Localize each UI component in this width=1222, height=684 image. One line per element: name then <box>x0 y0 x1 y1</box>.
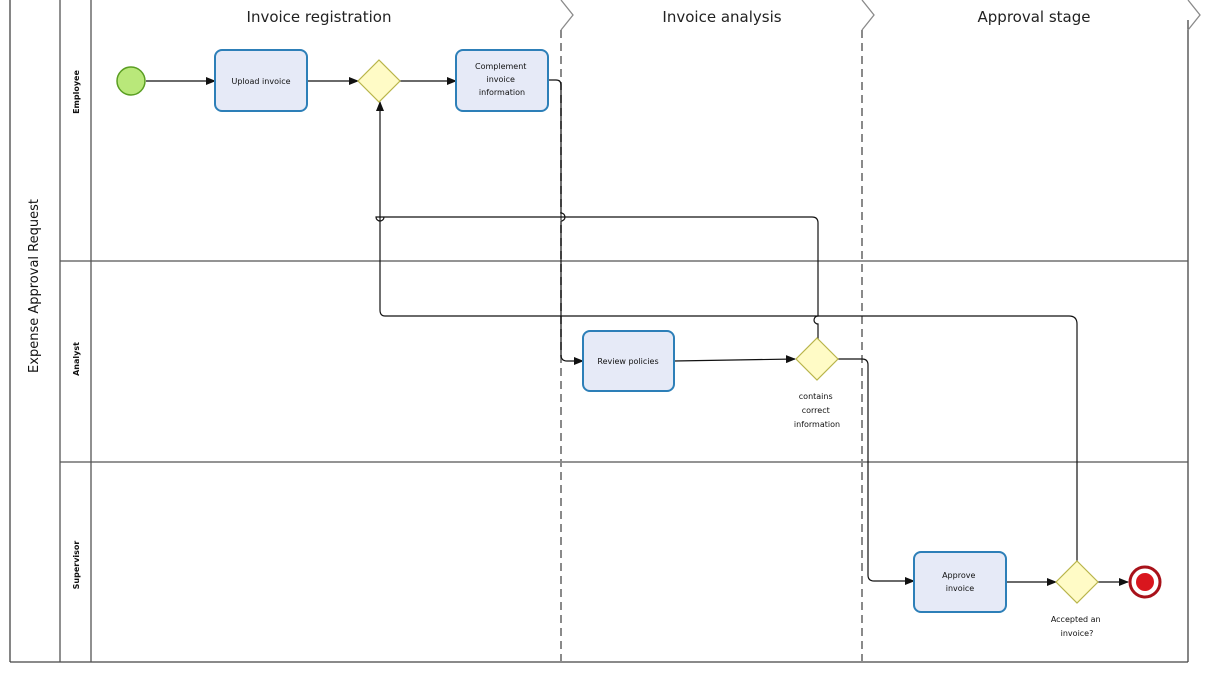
task-complement-invoice[interactable]: Complement invoice information <box>455 49 549 112</box>
task-approve-invoice[interactable]: Approve invoice <box>913 551 1007 613</box>
task-upload-invoice-box[interactable] <box>214 49 308 112</box>
gateway-accepted-an-invoice[interactable]: Accepted an invoice? <box>1051 560 1103 638</box>
task-complement-invoice-label: Complement invoice information <box>475 62 529 97</box>
task-approve-invoice-label: Approve invoice <box>942 571 978 593</box>
flow-review-to-correct <box>673 355 796 364</box>
phase-chevron-3 <box>1187 0 1201 31</box>
task-approve-invoice-box[interactable] <box>913 551 1007 613</box>
phase-title-approval: Approval stage <box>978 8 1091 26</box>
task-upload-invoice-label: Upload invoice <box>231 77 290 86</box>
pool: Expense Approval Request <box>9 0 1189 663</box>
phase-title-registration: Invoice registration <box>247 8 392 26</box>
task-review-policies-box[interactable] <box>582 330 675 392</box>
gateway-accepted-diamond[interactable] <box>1055 560 1099 604</box>
flow-correct-to-approve <box>838 358 915 585</box>
gateway-merge[interactable] <box>357 59 401 103</box>
end-event[interactable] <box>1128 565 1162 599</box>
pool-label: Expense Approval Request <box>27 199 42 373</box>
lane-label-analyst: Analyst <box>72 342 81 376</box>
flow-accepted-to-merge <box>376 101 1078 563</box>
phase-chevron-2 <box>861 0 875 31</box>
task-complement-invoice-box[interactable] <box>455 49 549 112</box>
task-upload-invoice[interactable]: Upload invoice <box>214 49 308 112</box>
lane-label-supervisor: Supervisor <box>72 541 81 590</box>
start-event[interactable] <box>116 66 146 96</box>
gateway-correct-diamond[interactable] <box>795 337 839 381</box>
task-review-policies-label: Review policies <box>597 357 658 366</box>
sequence-flows <box>146 77 1129 586</box>
flow-correct-back-line <box>375 216 819 339</box>
task-review-policies[interactable]: Review policies <box>582 330 675 392</box>
lane-label-employee: Employee <box>72 70 81 114</box>
phase-chevron-1 <box>560 0 574 31</box>
gateway-correct-label: contains correct information <box>794 392 840 429</box>
gateway-accepted-label: Accepted an invoice? <box>1051 615 1103 638</box>
flow-complement-to-review <box>548 79 584 365</box>
lane-labels: Employee Analyst Supervisor <box>72 70 81 590</box>
phase-title-analysis: Invoice analysis <box>662 8 781 26</box>
gateway-contains-correct-information[interactable]: contains correct information <box>794 337 840 429</box>
phase-titles: Invoice registration Invoice analysis Ap… <box>247 8 1091 26</box>
